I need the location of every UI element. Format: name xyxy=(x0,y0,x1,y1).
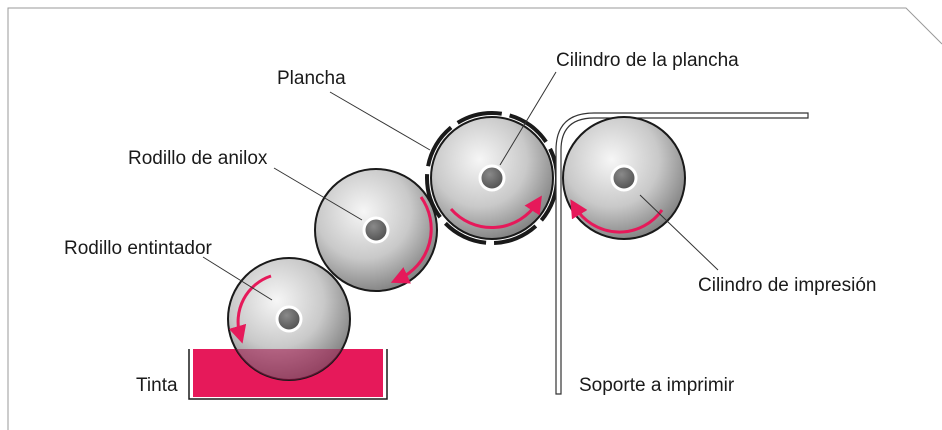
leader-plancha xyxy=(329,91,431,151)
inking-roller xyxy=(227,257,351,381)
label-soporte: Soporte a imprimir xyxy=(579,375,735,396)
inking-roller-hub-icon xyxy=(275,305,303,333)
frame-border xyxy=(7,7,942,430)
leader-cilindro-plancha xyxy=(499,71,557,166)
anilox-roller-hub-icon xyxy=(362,216,390,244)
curved-arrow-icon xyxy=(228,274,272,344)
label-tinta: Tinta xyxy=(136,375,178,396)
label-rodillo-entintador: Rodillo entintador xyxy=(64,238,213,259)
leader-rodillo-entintador xyxy=(202,256,273,301)
substrate-web xyxy=(555,112,809,395)
label-plancha: Plancha xyxy=(277,68,346,89)
label-cilindro-plancha: Cilindro de la plancha xyxy=(556,50,739,71)
anilox-roller xyxy=(314,168,438,292)
ink-tray-edge xyxy=(188,349,388,400)
curved-arrow-icon xyxy=(449,195,542,230)
plate-cylinder xyxy=(425,111,559,245)
curved-arrow-icon xyxy=(390,196,433,284)
label-rodillo-anilox: Rodillo de anilox xyxy=(128,148,268,169)
leader-rodillo-anilox xyxy=(273,167,363,221)
impression-cylinder-hub-icon xyxy=(610,164,638,192)
curved-arrow-icon xyxy=(570,199,664,234)
leader-cilindro-impresion xyxy=(639,194,719,271)
plate-cylinder-hub-icon xyxy=(478,164,506,192)
label-cilindro-impresion: Cilindro de impresión xyxy=(698,275,876,296)
